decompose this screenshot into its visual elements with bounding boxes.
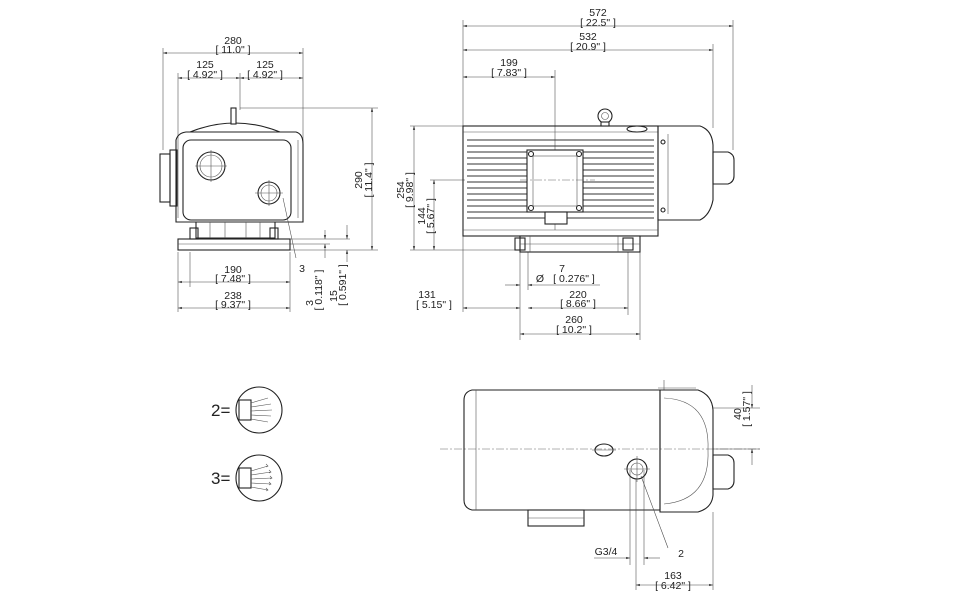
front-height-mm: 254 — [395, 181, 407, 199]
front-hole-symbol: Ø — [536, 273, 544, 285]
front-foot-length-in: [ 10.2" ] — [556, 324, 592, 336]
side-foot-outer-in: [ 9.37" ] — [215, 299, 251, 311]
legend: 2= 3= — [211, 386, 283, 502]
front-hole-spacing-mm: 220 — [569, 289, 587, 301]
front-eye-offset-in: [ 7.83" ] — [491, 67, 527, 79]
front-foot-offset-mm: 131 — [418, 289, 436, 301]
side-plate-mm: 3 — [304, 300, 316, 306]
legend-item-2: 2= — [211, 386, 283, 434]
front-axis-height-in: [ 5.67" ] — [425, 198, 437, 234]
top-port-offset-mm: 163 — [664, 570, 682, 582]
side-foot-height-in: [ 0.591" ] — [337, 264, 349, 306]
front-length-total-in: [ 22.5" ] — [580, 17, 616, 29]
front-hole-mm: 7 — [559, 263, 565, 275]
front-length-total-mm: 572 — [589, 7, 607, 19]
front-length-body-in: [ 20.9" ] — [570, 41, 606, 53]
front-axis-height-mm: 144 — [416, 207, 428, 225]
top-port-offset-in: [ 6.42" ] — [655, 580, 691, 592]
side-callout: 3 — [299, 263, 305, 275]
top-side-offset-mm: 40 — [732, 408, 744, 420]
side-width-mm: 280 — [224, 35, 242, 47]
side-right-half-in: [ 4.92" ] — [247, 69, 283, 81]
side-foot-outer-mm: 238 — [224, 290, 242, 302]
top-view: 40 [ 1.57" ] G3/4 2 163 [ 6.42" ] — [440, 380, 760, 592]
front-height-in: [ 9.98" ] — [404, 172, 416, 208]
legend-label-3: 3= — [211, 469, 230, 488]
side-plate-in: [ 0.118" ] — [313, 269, 325, 310]
top-callout: 2 — [678, 548, 684, 560]
legend-symbol-3-icon — [235, 454, 283, 502]
side-view: 280 [ 11.0" ] 125 [ 4.92" ] 125 [ 4.92" … — [159, 35, 378, 312]
front-hole-spacing-in: [ 8.66" ] — [560, 298, 596, 310]
front-length-body-mm: 532 — [579, 31, 597, 43]
side-foot-height-mm: 15 — [328, 290, 340, 302]
side-right-half-mm: 125 — [256, 59, 274, 71]
front-foot-offset-in: [ 5.15" ] — [416, 299, 452, 311]
front-view: 572 [ 22.5" ] 532 [ 20.9" ] 199 [ 7.83" … — [395, 7, 735, 340]
top-side-offset-in: [ 1.57" ] — [741, 391, 753, 427]
side-foot-inner-in: [ 7.48" ] — [215, 273, 251, 285]
side-width-in: [ 11.0" ] — [215, 44, 250, 56]
side-left-half-mm: 125 — [196, 59, 214, 71]
legend-item-3: 3= — [211, 454, 283, 502]
front-eye-offset-mm: 199 — [500, 57, 518, 69]
side-height-mm: 290 — [353, 171, 365, 189]
front-foot-length-mm: 260 — [565, 314, 583, 326]
front-hole-in: [ 0.276" ] — [553, 273, 595, 285]
legend-symbol-2-icon — [235, 386, 283, 434]
side-height-in: [ 11.4" ] — [363, 162, 375, 197]
side-foot-inner-mm: 190 — [224, 264, 242, 276]
side-left-half-in: [ 4.92" ] — [187, 69, 223, 81]
legend-label-2: 2= — [211, 401, 230, 420]
top-port-thread: G3/4 — [595, 546, 618, 558]
